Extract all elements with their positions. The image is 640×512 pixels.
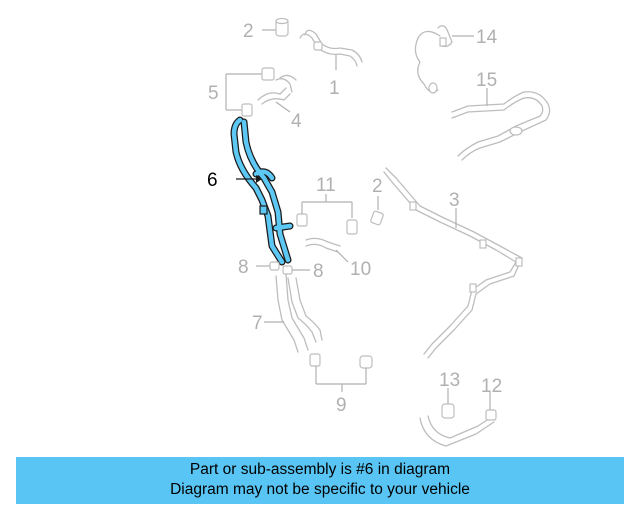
part-9-group [309,353,373,392]
part-2-top [262,17,289,37]
part-15-pipe [451,88,551,161]
caption-banner: Part or sub-assembly is #6 in diagram Di… [16,457,624,504]
callout-8-right[interactable]: 8 [313,261,324,282]
callout-4[interactable]: 4 [291,111,302,132]
callout-10[interactable]: 10 [350,259,371,280]
caption-line-1: Part or sub-assembly is #6 in diagram [189,461,451,478]
part-11-group [296,194,358,235]
part-4 [257,74,297,113]
callout-14[interactable]: 14 [476,27,498,48]
part-8-clamps [256,261,310,275]
callout-8-left[interactable]: 8 [238,257,249,278]
part-2-mid [370,196,384,226]
callout-11[interactable]: 11 [316,175,336,196]
callout-15[interactable]: 15 [476,70,497,91]
part-10-hose [305,237,349,263]
part-14-wiring [414,25,474,94]
callout-2-mid[interactable]: 2 [372,176,383,197]
callout-13[interactable]: 13 [439,370,460,391]
callout-6[interactable]: 6 [207,170,218,191]
callout-1[interactable]: 1 [329,78,340,99]
callout-7[interactable]: 7 [252,313,263,334]
part-6-filler-neck [230,116,294,266]
callout-12[interactable]: 12 [481,376,502,397]
caption-line-2: Diagram may not be specific to your vehi… [170,481,470,498]
callout-3[interactable]: 3 [449,190,460,211]
callout-5[interactable]: 5 [208,83,219,104]
part-5-group [225,67,275,117]
callout-9[interactable]: 9 [336,395,347,416]
part-1-hose [299,29,363,70]
part-3-line [383,167,523,359]
callout-2-top[interactable]: 2 [243,21,254,42]
part-7-hoses [264,273,323,353]
part-12-13-group [419,388,497,447]
